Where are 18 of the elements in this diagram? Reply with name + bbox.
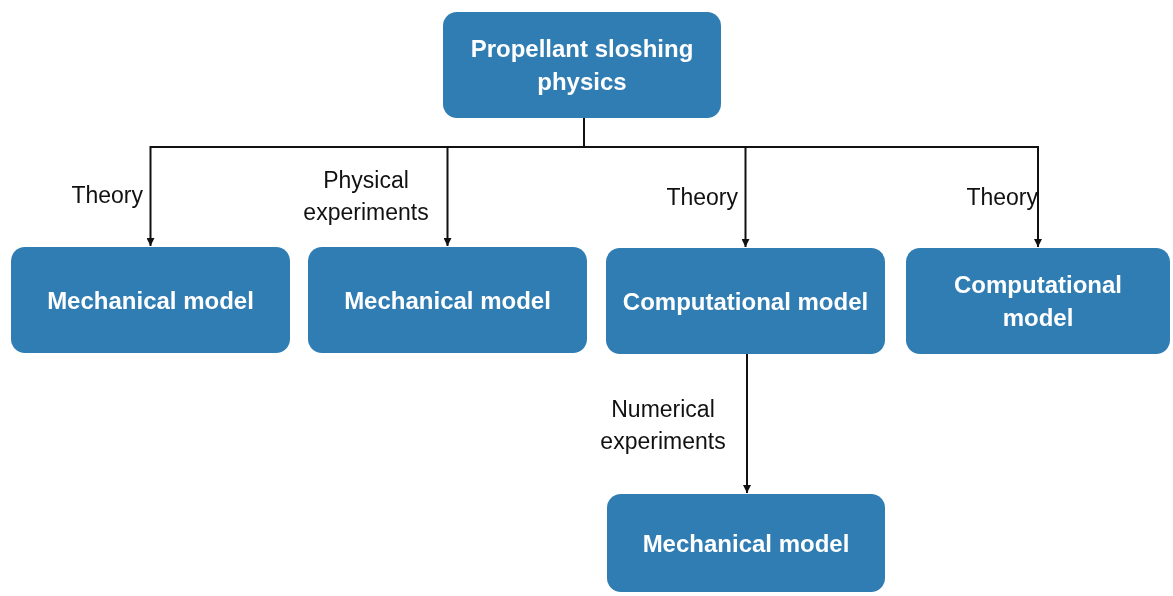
edge-label: Physical experiments <box>302 166 430 227</box>
node-text: Mechanical model <box>47 285 254 316</box>
model-box <box>11 247 290 353</box>
edge-label: Numerical experiments <box>599 395 727 456</box>
edge-label: Theory <box>666 183 738 212</box>
arrow <box>743 353 751 494</box>
node-text: Computational model <box>953 270 1123 333</box>
edge-label: Theory <box>966 183 1038 212</box>
model-box <box>906 248 1170 354</box>
node-text: Mechanical model <box>344 285 551 316</box>
model-box <box>606 248 885 354</box>
node-text: Mechanical model <box>642 528 850 559</box>
node-text: Computational model <box>622 286 869 317</box>
edge-label: Theory <box>71 181 143 210</box>
model-box <box>443 12 721 118</box>
model-box <box>607 494 885 592</box>
node-text: Propellant sloshing physics <box>469 34 695 97</box>
model-box <box>308 247 587 353</box>
